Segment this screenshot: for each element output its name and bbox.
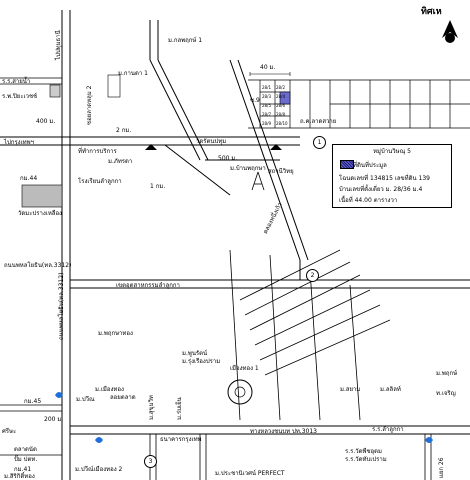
label-km45: กม.45 xyxy=(24,398,42,405)
north-arrow-icon xyxy=(442,20,458,43)
plot-number: 28/4 xyxy=(276,94,285,99)
label-wat-thap: ร.ร.วัดทับเปราม xyxy=(345,456,387,463)
label-sukhumvit: ม.สุขุมวิท xyxy=(148,395,155,420)
roundabout xyxy=(227,379,253,405)
label-school: ร.ร.สายน้ำ xyxy=(2,78,31,85)
plot-number: 28/7 xyxy=(262,112,271,117)
label-pruek: ม.พฤกษ์ xyxy=(436,370,458,377)
label-radio-station: สถานีวิทยุ xyxy=(268,168,294,175)
label-route-26: แยก 26 xyxy=(438,457,445,478)
label-wat-phuet: ร.ร.วัดพืชอุดม xyxy=(345,448,383,455)
label-soi-lathlum: ซอยลาดหลุม 2 xyxy=(86,85,93,125)
legend-line-1: ที่ดินที่ประมูล xyxy=(353,162,387,169)
road-rural-3013 xyxy=(70,425,470,435)
plot-number: 28/8 xyxy=(276,112,285,117)
marker-3: 3 xyxy=(144,455,157,468)
label-bangkok-bank: ธนาคารกรุงเทพ xyxy=(160,436,202,443)
label-perfect: ม.ประชานิเวศน์ PERFECT xyxy=(215,470,285,477)
hospital-icon xyxy=(49,84,61,98)
label-village-kanda: ม.กานดา 1 xyxy=(118,70,148,77)
label-mueang-thong: ม.เมืองทอง xyxy=(95,386,124,393)
legend-title: หมู่บ้านวิษณุ 5 xyxy=(373,148,411,155)
label-to-pathum: ไปปทุมธานี xyxy=(55,30,62,60)
subdivision-grid xyxy=(248,79,470,129)
label-poonrat: ม.พูนรัตน์ xyxy=(182,350,208,357)
road-phahon-yothin xyxy=(61,10,71,480)
label-lamlukka-school: โรงเรียนลำลูกกา xyxy=(78,178,122,185)
plot-number: 28/5 xyxy=(262,103,271,108)
legend-line-2: โฉนดเลขที่ 134815 เลขที่ดิน 139 xyxy=(339,175,430,182)
plot-number: 28/6 xyxy=(276,103,285,108)
label-pattada: ม.ภัทรดา xyxy=(108,158,133,165)
label-hospital: ร.พ.ปิยะเวชช์ xyxy=(2,93,38,100)
school-building-icon xyxy=(107,74,121,98)
road-connector xyxy=(164,144,280,196)
north-label: ทิศเห xyxy=(421,7,442,17)
marker-1: 1 xyxy=(313,136,326,149)
label-romyen: ม.ร่มเย็น xyxy=(176,397,183,420)
label-market: ตลาดนัด xyxy=(14,446,37,453)
label-500m: 500 ม. xyxy=(218,155,238,162)
plot-number: 28/10 xyxy=(276,121,288,126)
legend-box: หมู่บ้านวิษณุ 5 ที่ดินที่ประมูล โฉนดเลขท… xyxy=(332,144,452,208)
label-rungrueang: ม.รุ่งเรืองปราม xyxy=(182,358,221,365)
label-pawin: ม.ปวีณ xyxy=(76,396,95,403)
label-400m: 400 ม. xyxy=(36,118,56,125)
label-phahon-km: ถนนพหลโยธิน(ทล.3312) xyxy=(4,262,72,269)
label-1km: 1 กม. xyxy=(150,183,166,190)
label-lamlukka-school-flag: ร.ร.ลำลูกกา xyxy=(372,426,404,433)
label-lalin: ม.ลลิลท์ xyxy=(380,386,401,393)
label-200m: 200 ม. xyxy=(44,416,64,423)
plot-number: 28/3 xyxy=(262,94,271,99)
label-phahon-road: ถนนพหลโยธิน(ทล.3312) xyxy=(58,272,65,340)
label-loi-talat: ลอยตลาด xyxy=(110,394,136,401)
road-top-horizontal xyxy=(0,136,300,146)
road-diagonal-north xyxy=(149,20,209,161)
label-village-kalapruek: ม.กลพฤกษ์ 1 xyxy=(168,37,203,44)
label-pawin-mueang-thong-2: ม.ปวีณ์เมืองทอง 2 xyxy=(75,466,123,473)
label-pruksa-thong: ม.พฤกษาทอง xyxy=(98,330,133,337)
legend-line-3: บ้านเลขที่ตั้งเดี่ยว ม. 28/36 ม.4 xyxy=(339,186,423,193)
target-plot xyxy=(279,91,291,105)
plot-number: 28/9 xyxy=(262,121,271,126)
plot-number: 28/1 xyxy=(262,85,271,90)
road-industry xyxy=(70,279,470,289)
legend-line-4: เนื้อที่ 44.00 ตารางวา xyxy=(339,197,398,204)
bottom-side-roads xyxy=(149,434,432,480)
label-sirikit: ม.สิริกิติ์ทอง xyxy=(4,473,35,480)
label-service-office: ที่ทำการบริการ xyxy=(78,148,117,155)
label-mueang-thong-1: เมืองทอง 1 xyxy=(230,365,259,372)
label-rural-road-3013: ทางหลวงชนบท ปท.3013 xyxy=(250,428,317,435)
plot-number: 28/2 xyxy=(276,85,285,90)
label-km41: กม.41 xyxy=(14,466,32,473)
left-side-roads xyxy=(0,77,62,456)
label-2km: 2 กม. xyxy=(116,127,132,134)
label-wat: วัดมะปรางเหลือง xyxy=(18,210,62,217)
lower-subdivision xyxy=(229,249,391,421)
label-sisa: ศรีษะ xyxy=(2,428,17,435)
label-wat-rattana: วัดรัตนปทุม xyxy=(196,138,227,145)
marker-2: 2 xyxy=(306,269,319,282)
water-icons xyxy=(55,392,433,443)
label-soi9: ซ.9 xyxy=(250,97,260,104)
label-industry-zone: เขตอุตสาหกรรมลำลูกกา xyxy=(116,282,180,289)
temple-icon xyxy=(21,184,63,208)
label-40m: 40 ม. xyxy=(260,64,276,71)
label-charoen: ท.เจริญ xyxy=(436,390,456,397)
scale-markers xyxy=(249,72,291,76)
label-ban-pruksa: ม.บ้านพฤกษา xyxy=(230,165,266,172)
radio-tower-icon xyxy=(251,171,265,191)
label-ptt-station: ปั๊ม ปตท. xyxy=(14,456,38,463)
label-lat-sawai-road: ถ.ค.ลาดสวาย xyxy=(300,118,337,125)
label-km44: กม.44 xyxy=(20,175,38,182)
legend-swatch xyxy=(340,160,354,169)
label-to-bangkok: ไปกรุงเทพฯ xyxy=(4,139,34,146)
label-siam: ม.สยาม xyxy=(340,386,361,393)
